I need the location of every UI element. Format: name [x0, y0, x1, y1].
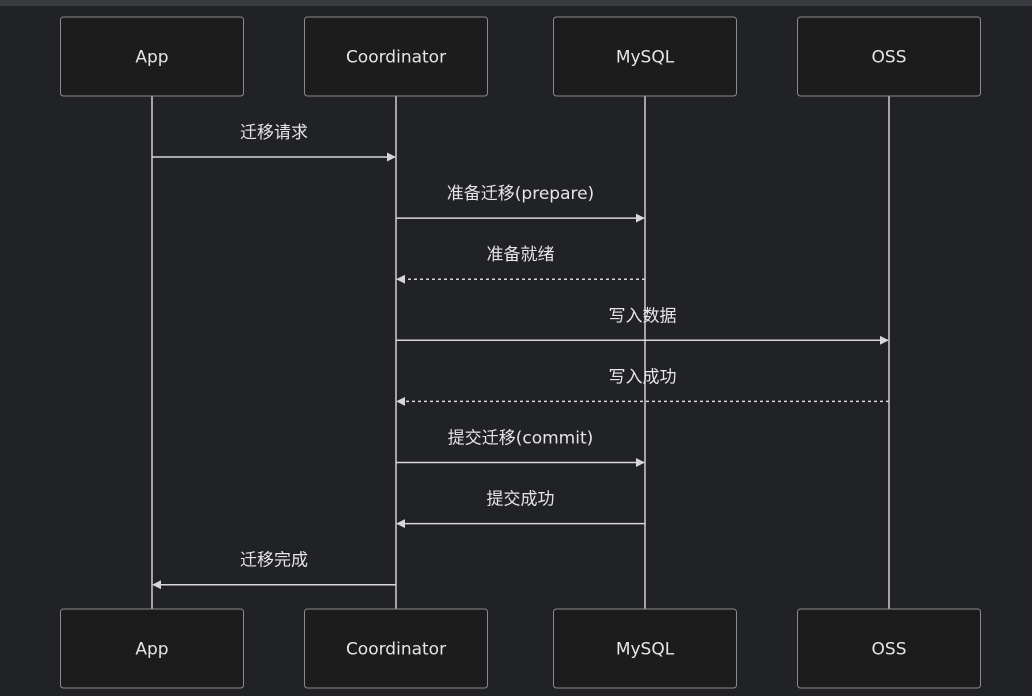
- message-label: 准备就绪: [487, 245, 555, 265]
- actor-box: [304, 16, 488, 97]
- message-7: 提交成功: [396, 490, 645, 529]
- message-6: 提交迁移(commit): [396, 429, 645, 467]
- actor-coordinator-top: Coordinator: [304, 16, 488, 97]
- actor-mysql-top: MySQL: [553, 16, 737, 97]
- actor-box: [60, 16, 244, 97]
- actor-label: OSS: [872, 48, 907, 68]
- actor-app-top: App: [60, 16, 244, 97]
- actor-oss-top: OSS: [797, 16, 981, 97]
- message-4: 写入数据: [396, 306, 889, 345]
- message-label: 迁移完成: [240, 551, 308, 571]
- actor-oss-bottom: OSS: [797, 608, 981, 689]
- actor-box: [553, 16, 737, 97]
- message-label: 提交成功: [487, 490, 555, 510]
- actor-label: MySQL: [616, 640, 675, 660]
- actor-box: [553, 608, 737, 689]
- window-top-bar: [0, 0, 1032, 6]
- message-label: 迁移请求: [240, 123, 308, 143]
- actor-label: App: [135, 640, 168, 660]
- actor-box: [304, 608, 488, 689]
- message-label: 准备迁移(prepare): [447, 184, 594, 204]
- actor-app-bottom: App: [60, 608, 244, 689]
- message-8: 迁移完成: [152, 551, 396, 590]
- actor-label: Coordinator: [346, 48, 446, 68]
- actor-mysql-bottom: MySQL: [553, 608, 737, 689]
- message-1: 迁移请求: [152, 123, 396, 162]
- message-label: 写入数据: [609, 306, 677, 326]
- actor-box: [60, 608, 244, 689]
- message-label: 提交迁移(commit): [448, 429, 594, 449]
- actor-label: Coordinator: [346, 640, 446, 660]
- actor-label: MySQL: [616, 48, 675, 68]
- message-label: 写入成功: [609, 367, 677, 387]
- actor-label: OSS: [872, 640, 907, 660]
- actor-coordinator-bottom: Coordinator: [304, 608, 488, 689]
- actor-label: App: [135, 48, 168, 68]
- message-3: 准备就绪: [396, 245, 645, 284]
- message-2: 准备迁移(prepare): [396, 184, 645, 223]
- message-5: 写入成功: [396, 367, 889, 406]
- actor-box: [797, 608, 981, 689]
- actor-box: [797, 16, 981, 97]
